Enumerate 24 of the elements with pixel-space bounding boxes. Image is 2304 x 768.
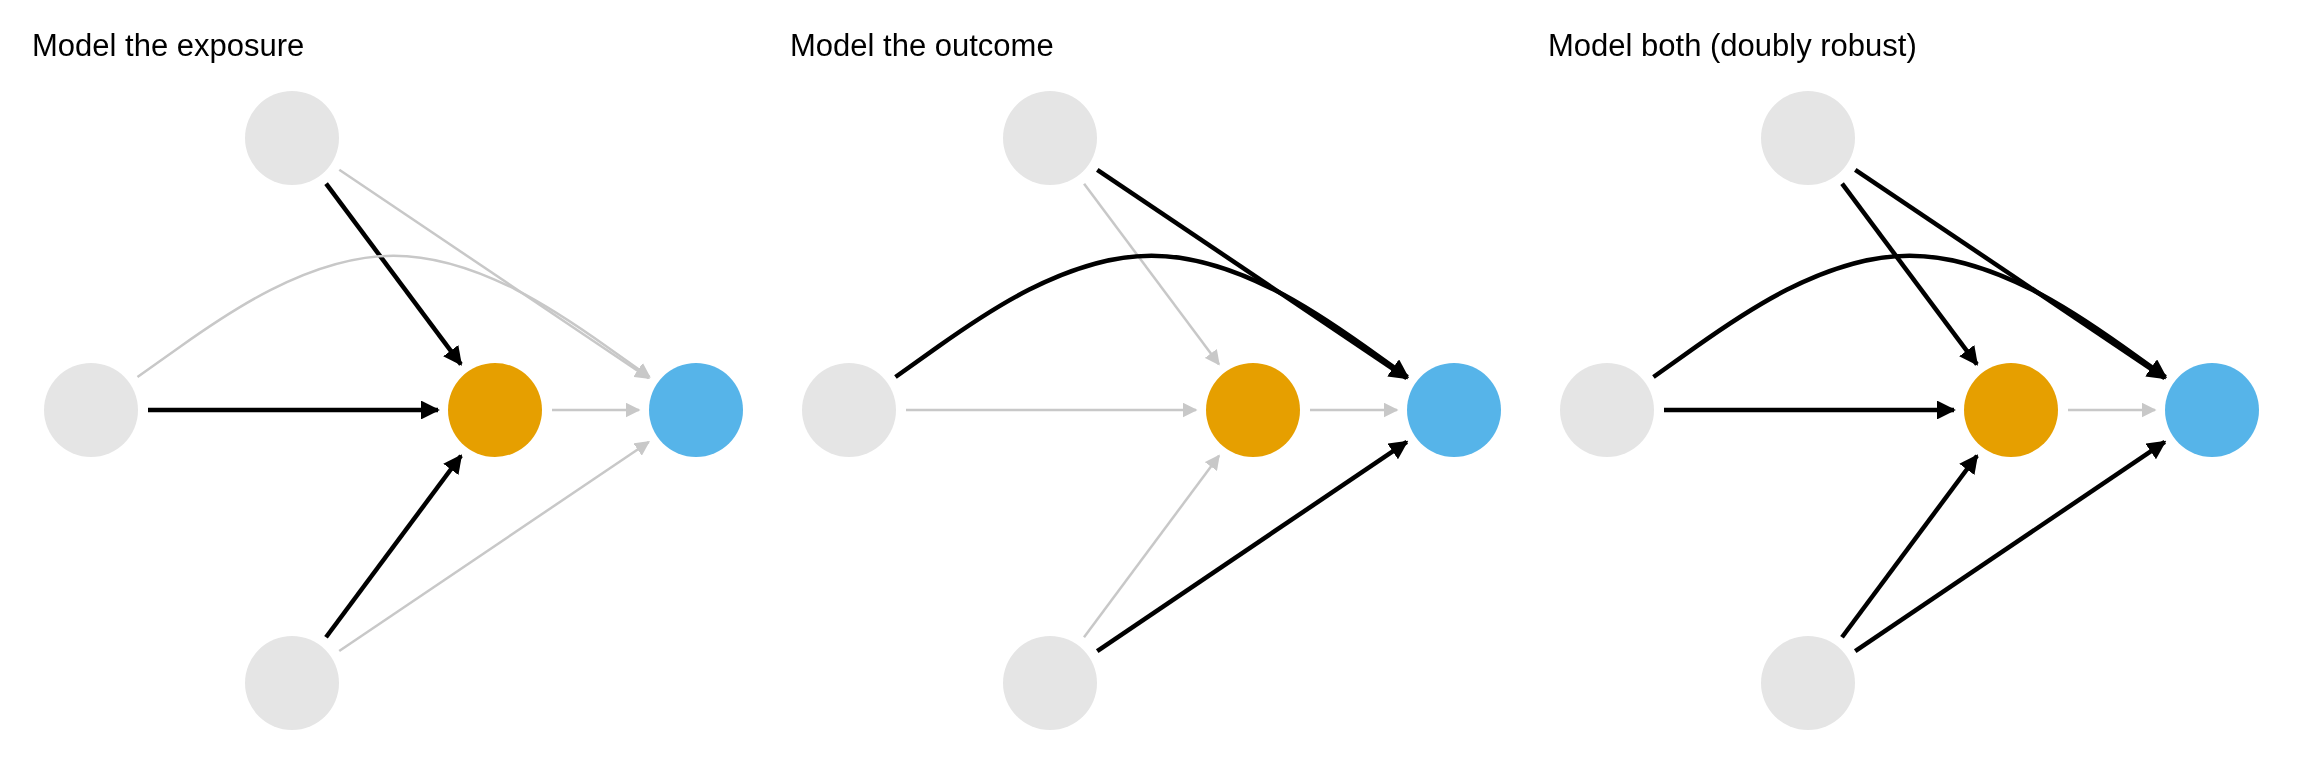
arrow <box>338 440 650 653</box>
arrow <box>906 402 1198 418</box>
arrow <box>894 253 1410 379</box>
arrow <box>1840 454 1979 639</box>
arrow <box>1854 167 2167 381</box>
arrow <box>552 402 641 418</box>
arrow <box>324 454 463 639</box>
panel-title: Model the outcome <box>790 28 1054 64</box>
arrow <box>1095 440 1409 653</box>
arrow <box>1310 402 1399 418</box>
arrow <box>1664 400 1956 420</box>
arrow <box>1652 253 2168 379</box>
panel-title: Model the exposure <box>32 28 305 64</box>
arrow <box>1840 182 1979 366</box>
arrow <box>324 182 463 366</box>
arrow <box>2068 402 2157 418</box>
arrow <box>1083 182 1220 366</box>
panel-title: Model both (doubly robust) <box>1548 28 1917 64</box>
arrow <box>136 254 651 378</box>
arrow <box>1853 440 2167 653</box>
arrow <box>1096 167 1409 381</box>
arrow <box>148 400 440 420</box>
arrow <box>338 168 650 380</box>
arrow <box>1083 454 1220 638</box>
